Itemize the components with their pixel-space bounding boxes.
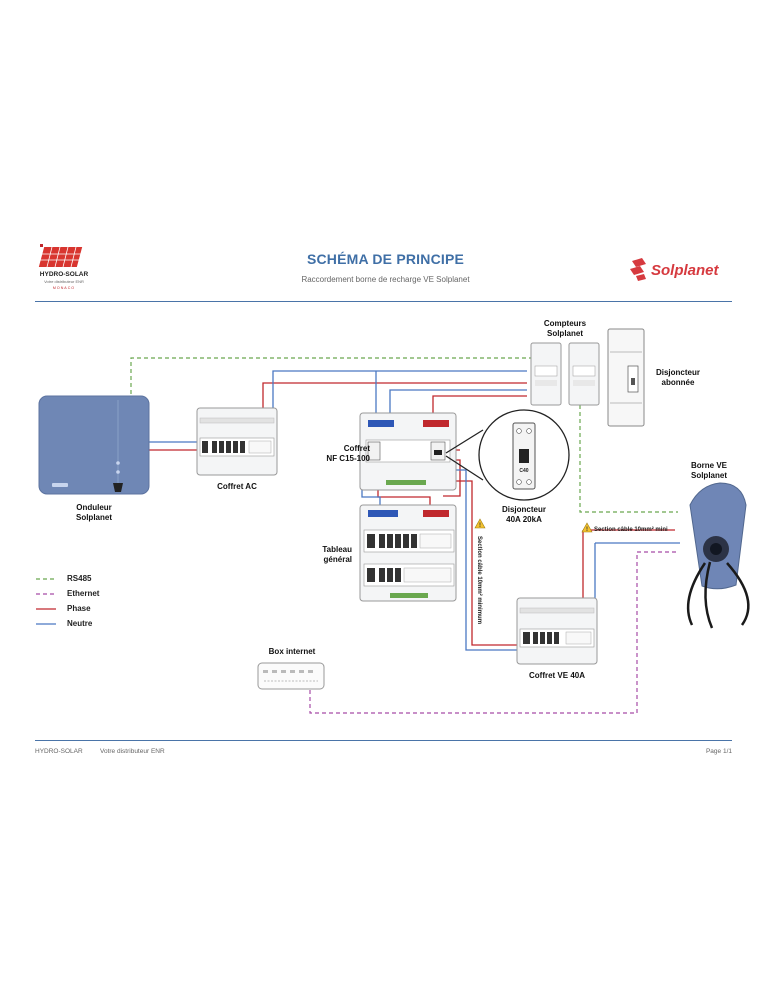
disjoncteur-zoom: C40 xyxy=(445,409,570,501)
warning-icon: ! xyxy=(581,522,593,533)
label-inverter: Onduleur Solplanet xyxy=(75,503,112,522)
legend-neutre: Neutre xyxy=(67,619,93,628)
page-subtitle: Raccordement borne de recharge VE Solpla… xyxy=(301,275,470,284)
label-disjoncteur-abonnee: Disjoncteur abonnée xyxy=(655,368,700,387)
page-title: SCHÉMA DE PRINCIPE xyxy=(306,251,465,267)
footer-page-number: Page 1/1 xyxy=(705,748,732,755)
label-coffret-ac: Coffret AC xyxy=(217,482,257,491)
breaker-rating: C40 xyxy=(519,468,528,474)
coffret-ve-40a xyxy=(516,597,598,665)
label-box-internet: Box internet xyxy=(268,647,316,656)
inverter xyxy=(38,395,150,495)
label-coffret-nf: Coffret NF C15-100 xyxy=(326,444,370,463)
box-internet xyxy=(257,662,325,690)
solplanet-mark-icon xyxy=(630,258,646,281)
svg-text:!: ! xyxy=(586,527,588,533)
footer-company: HYDRO-SOLAR xyxy=(35,748,83,755)
label-coffret-ve: Coffret VE 40A xyxy=(528,671,585,680)
compteurs-solplanet xyxy=(530,342,600,406)
borne-ve xyxy=(686,482,750,629)
solplanet-logo: Solplanet xyxy=(628,256,736,282)
brand-name: HYDRO-SOLAR xyxy=(40,271,89,278)
footer-divider xyxy=(35,740,732,741)
label-tableau-general: Tableau général xyxy=(322,545,352,564)
label-borne-ve: Borne VE Solplanet xyxy=(690,461,727,480)
label-disjoncteur-detail: Disjoncteur 40A 20kA xyxy=(501,505,546,524)
inverter-logo-icon xyxy=(52,483,68,487)
footer-tagline: Votre distributeur ENR xyxy=(100,748,165,755)
svg-text:!: ! xyxy=(479,523,481,529)
label-compteurs: Compteurs Solplanet xyxy=(543,319,587,338)
ethernet-wires xyxy=(309,551,678,714)
hydro-solar-logo: HYDRO-SOLAR Votre distributeur ENR MONAC… xyxy=(34,244,94,292)
legend-swatches xyxy=(36,578,56,625)
coffret-ac xyxy=(196,407,278,476)
cable-note-horizontal: Section câble 10mm² mini xyxy=(594,526,668,533)
brand-tagline: Votre distributeur ENR xyxy=(44,279,84,284)
solar-panel-logo-icon: HYDRO-SOLAR Votre distributeur ENR MONAC… xyxy=(38,244,89,290)
solplanet-wordmark: Solplanet xyxy=(651,262,720,279)
warning-icon: ! xyxy=(474,518,486,529)
legend-phase: Phase xyxy=(67,604,91,613)
tableau-general xyxy=(359,504,457,602)
legend-rs485: RS485 xyxy=(67,574,92,583)
cable-note-vertical: Section câble 10mm² minimum xyxy=(476,536,483,624)
brand-location: MONACO xyxy=(53,286,75,290)
header-divider xyxy=(35,301,732,302)
coffret-nf-c15-100 xyxy=(359,412,457,491)
legend-ethernet: Ethernet xyxy=(67,589,100,598)
disjoncteur-abonnee xyxy=(607,328,645,427)
